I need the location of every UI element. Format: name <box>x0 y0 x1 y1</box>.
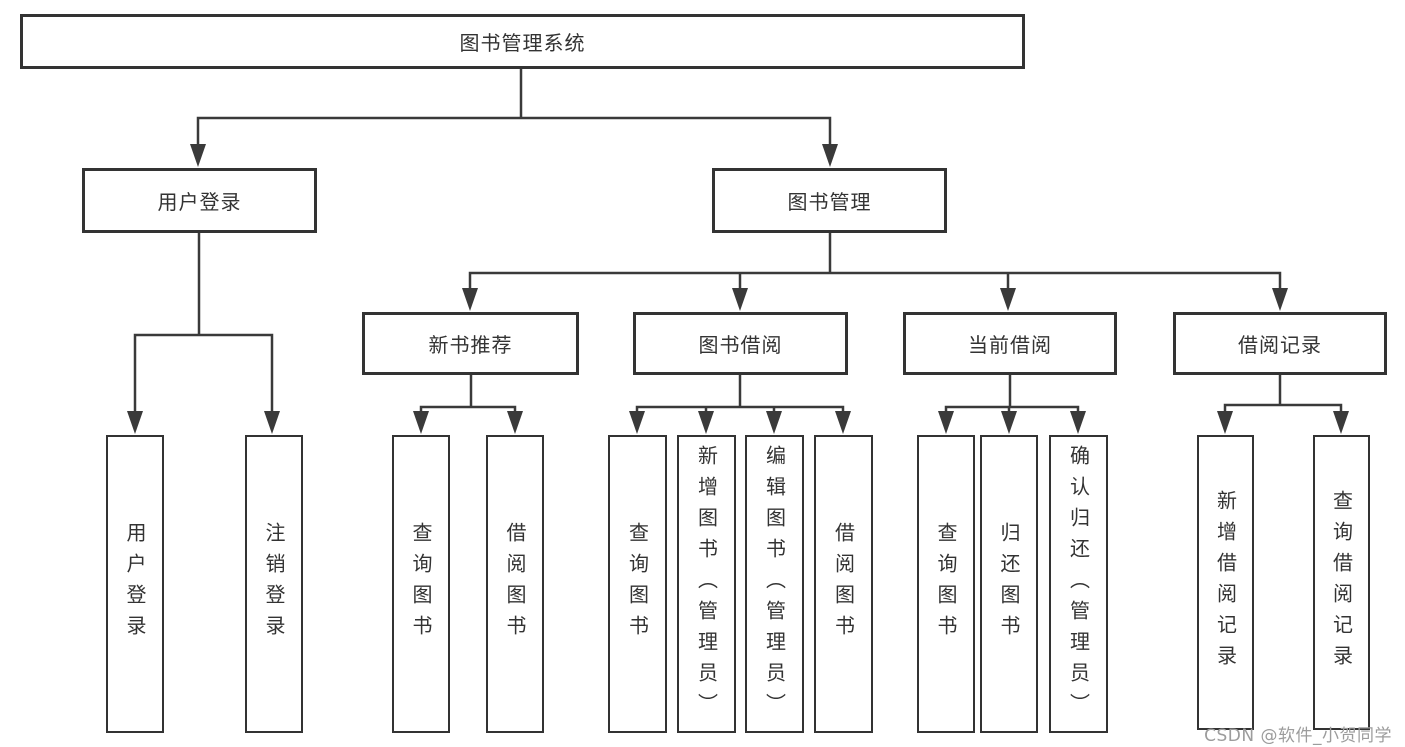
node-user-login: 用户登录 <box>82 168 317 233</box>
node-new-book-recommend: 新书推荐 <box>362 312 579 375</box>
node-current-borrow-label: 当前借阅 <box>968 333 1052 357</box>
node-root: 图书管理系统 <box>20 14 1025 69</box>
leaf-logout: 注销登录 <box>245 435 303 733</box>
leaf-confirm-return-admin-label: 确认归还（管理员） <box>1066 444 1091 724</box>
leaf-logout-label: 注销登录 <box>262 522 286 646</box>
leaf-add-books-admin-label: 新增图书（管理员） <box>694 444 719 724</box>
leaf-user-login-label: 用户登录 <box>123 522 147 646</box>
leaf-return-books: 归还图书 <box>980 435 1038 733</box>
leaf-borrow-books-recommend-label: 借阅图书 <box>503 522 527 646</box>
connector-book-management-to-level3 <box>462 233 1288 311</box>
node-borrow-records-label: 借阅记录 <box>1238 333 1322 357</box>
leaf-edit-books-admin: 编辑图书（管理员） <box>745 435 804 733</box>
leaf-query-books-current-label: 查询图书 <box>934 522 958 646</box>
leaf-confirm-return-admin: 确认归还（管理员） <box>1049 435 1108 733</box>
leaf-query-borrow-record-label: 查询借阅记录 <box>1329 489 1354 676</box>
node-book-management-label: 图书管理 <box>787 190 872 214</box>
leaf-query-books-current: 查询图书 <box>917 435 975 733</box>
leaf-user-login: 用户登录 <box>106 435 164 733</box>
node-borrow-records: 借阅记录 <box>1173 312 1387 375</box>
connector-borrow-records-group <box>1217 375 1349 434</box>
node-new-book-recommend-label: 新书推荐 <box>428 333 513 357</box>
node-book-borrow-label: 图书借阅 <box>698 333 783 357</box>
connector-book-borrow-group <box>629 375 851 434</box>
leaf-borrow-books-recommend: 借阅图书 <box>486 435 544 733</box>
leaf-borrow-books-label: 借阅图书 <box>831 522 856 646</box>
leaf-add-borrow-record-label: 新增借阅记录 <box>1213 489 1238 676</box>
leaf-query-books-borrow-label: 查询图书 <box>625 522 650 646</box>
leaf-query-books-recommend: 查询图书 <box>392 435 450 733</box>
leaf-return-books-label: 归还图书 <box>997 522 1021 646</box>
leaf-query-books-borrow: 查询图书 <box>608 435 667 733</box>
csdn-watermark: CSDN @软件_小贺同学 <box>1204 726 1392 746</box>
connector-new-book-recommend-group <box>413 375 523 434</box>
node-current-borrow: 当前借阅 <box>903 312 1117 375</box>
leaf-query-borrow-record: 查询借阅记录 <box>1313 435 1370 730</box>
leaf-query-books-recommend-label: 查询图书 <box>409 522 433 646</box>
node-user-login-label: 用户登录 <box>157 190 242 214</box>
leaf-edit-books-admin-label: 编辑图书（管理员） <box>762 444 787 724</box>
leaf-add-books-admin: 新增图书（管理员） <box>677 435 736 733</box>
connector-root-to-level2 <box>190 68 838 167</box>
leaf-add-borrow-record: 新增借阅记录 <box>1197 435 1254 730</box>
connector-user-login-group <box>127 233 280 434</box>
leaf-borrow-books: 借阅图书 <box>814 435 873 733</box>
node-root-label: 图书管理系统 <box>459 31 586 55</box>
node-book-borrow: 图书借阅 <box>633 312 848 375</box>
connector-current-borrow-group <box>938 375 1086 434</box>
node-book-management: 图书管理 <box>712 168 947 233</box>
